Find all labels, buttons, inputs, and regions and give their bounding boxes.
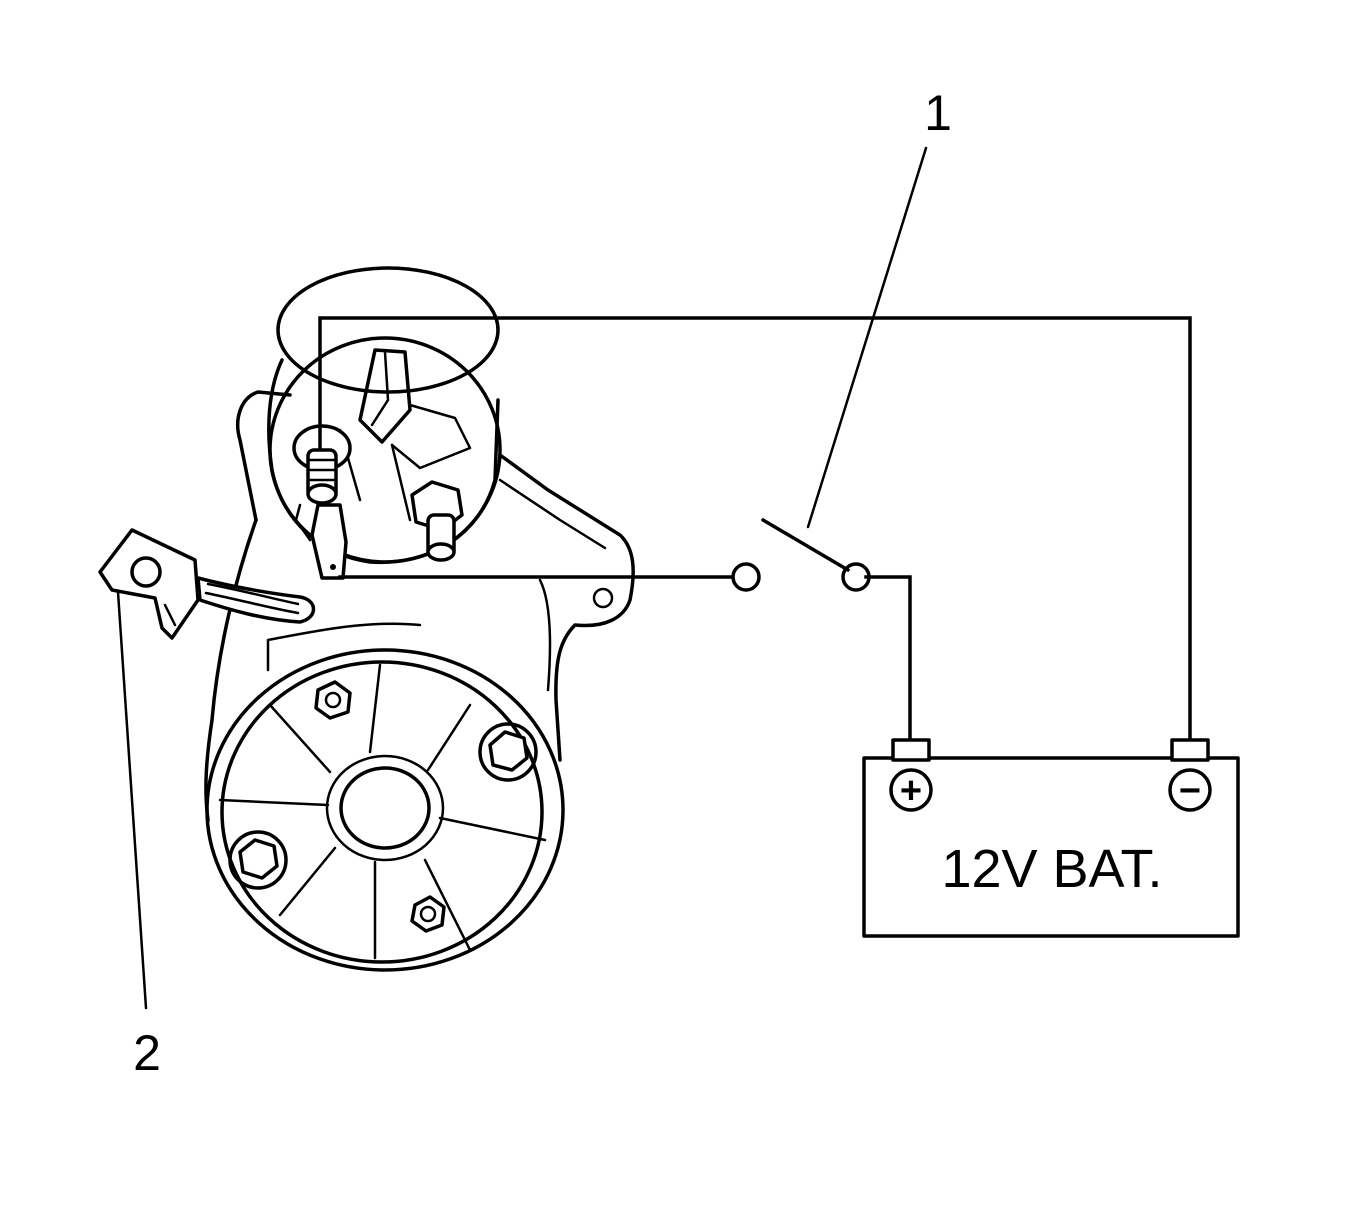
bolt — [410, 895, 446, 933]
battery-positive-post — [891, 738, 931, 762]
housing-left-edge — [204, 518, 258, 822]
negative-symbol: − — [1179, 770, 1201, 812]
callout-1-label: 1 — [924, 85, 952, 141]
switch-blade — [761, 518, 850, 572]
s-terminal-stud — [292, 424, 352, 505]
housing-right-edge — [498, 453, 635, 762]
battery-negative-post — [1170, 738, 1210, 762]
battery: + − 12V BAT. — [862, 738, 1240, 938]
callout-2-label: 2 — [133, 1025, 161, 1081]
callout-1-leader — [806, 146, 928, 529]
housing-inner-rib-2 — [538, 578, 552, 692]
positive-symbol: + — [900, 770, 922, 812]
remote-starter-switch — [731, 518, 871, 592]
end-frame-bore — [339, 766, 431, 850]
wiring — [318, 316, 1192, 742]
s-terminal-spade — [310, 503, 348, 580]
battery-case — [862, 756, 1240, 938]
bolt — [314, 680, 352, 720]
end-frame-hub — [325, 754, 445, 862]
spade-hole — [330, 564, 336, 570]
end-frame-outer — [205, 648, 565, 972]
solenoid-web — [390, 403, 472, 470]
ground-strap — [98, 528, 316, 640]
bolt — [478, 722, 538, 782]
positive-terminal-marker — [889, 768, 933, 812]
end-frame-face — [220, 660, 544, 964]
battery-label: 12V BAT. — [941, 839, 1162, 899]
mounting-ear — [236, 390, 292, 522]
switch-contact-right — [841, 562, 871, 592]
wire-switch-to-battery-positive — [864, 575, 912, 742]
wire-stud-to-battery-negative — [318, 316, 1192, 742]
negative-terminal-marker — [1168, 768, 1212, 812]
end-frame-ribs — [218, 663, 547, 960]
spade-bracket — [294, 503, 312, 542]
bolt — [228, 830, 288, 890]
starter-motor — [98, 266, 635, 972]
solenoid-cap — [276, 266, 500, 394]
housing-lower-rib — [266, 622, 422, 672]
solenoid-bracket-edge — [370, 350, 390, 427]
solenoid-face — [268, 336, 502, 564]
m-terminal-stud — [410, 480, 464, 562]
end-frame-bolts — [228, 680, 538, 933]
solenoid-bracket — [358, 348, 412, 444]
callout-2-leader — [116, 590, 148, 1010]
callouts: 1 2 — [116, 85, 952, 1081]
housing-inner-rib — [498, 478, 607, 550]
switch-contact-left — [731, 562, 761, 592]
housing-bolt-hole — [592, 587, 614, 609]
